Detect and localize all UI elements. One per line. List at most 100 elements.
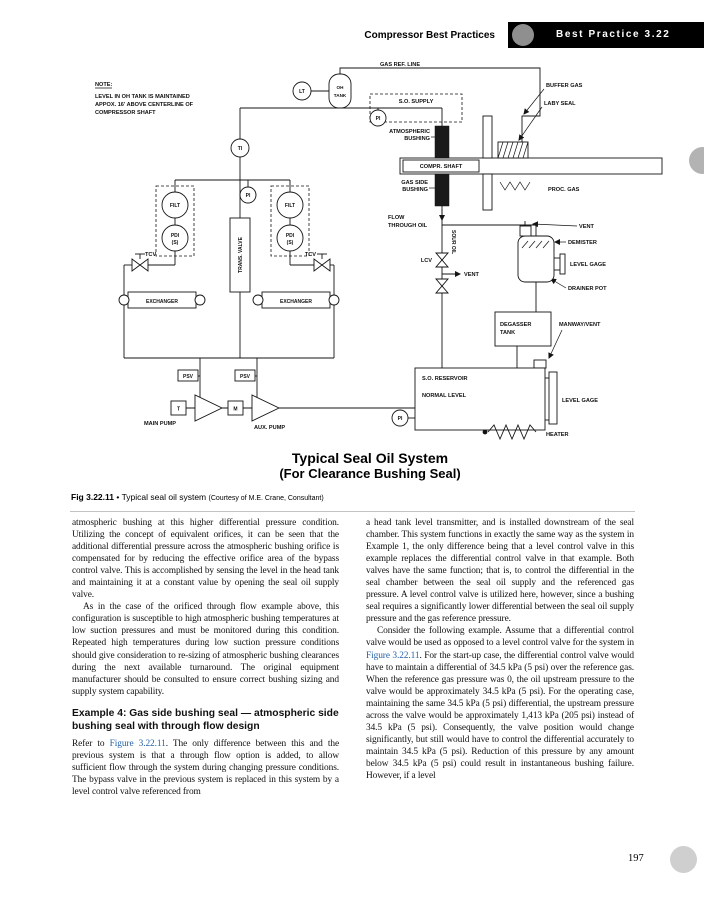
tcv-valve-right	[313, 258, 323, 272]
pi-instrument-filters	[239, 186, 257, 204]
laby-spring	[499, 181, 531, 191]
running-head: Compressor Best Practices	[364, 30, 495, 41]
turbine-label: T	[177, 407, 180, 413]
tcv-label: TCV	[145, 252, 156, 258]
tcv-label: TCV	[305, 252, 316, 258]
degasser-tank-vessel	[494, 311, 552, 347]
lt-label: LT	[299, 89, 305, 95]
motor-label: M	[233, 407, 237, 413]
sour-oil-label: SOUR OIL	[450, 230, 456, 254]
page-number: 197	[628, 853, 644, 864]
heater-terminal	[482, 429, 488, 435]
filter-dashed-box-left	[155, 185, 195, 257]
equipment-shapes	[118, 73, 663, 441]
pi-instrument-reservoir	[391, 409, 409, 427]
degasser-tank-label: DEGASSER	[500, 322, 531, 328]
ti-instrument	[230, 138, 250, 158]
body-text: . For the start-up case, the differentia…	[366, 650, 634, 781]
body-paragraph: Consider the following example. Assume t…	[366, 625, 634, 782]
aux-pump-label: AUX. PUMP	[254, 425, 285, 431]
left-column: atmospheric bushing at this higher diffe…	[72, 517, 339, 799]
vent-label: VENT	[579, 224, 595, 230]
drainer-pot-label: DRAINER POT	[568, 286, 607, 292]
body-paragraph: As in the case of the orificed through f…	[72, 602, 339, 697]
figure-title-line2: (For Clearance Bushing Seal)	[279, 466, 461, 481]
body-paragraph: atmospheric bushing at this higher diffe…	[72, 518, 339, 601]
laby-seal-label: LABY SEAL	[544, 101, 576, 107]
ti-label: TI	[238, 146, 243, 152]
demister-label: DEMISTER	[568, 240, 597, 246]
lt-instrument	[292, 81, 312, 101]
exchanger-flange	[328, 294, 340, 306]
lcv-valve	[435, 252, 449, 261]
figure-link[interactable]: Figure 3.22.11	[366, 650, 420, 661]
gas-side-bushing	[434, 173, 450, 207]
drainer-pot-vessel	[517, 235, 555, 283]
best-practice-banner: Best Practice 3.22	[508, 22, 704, 48]
body-text: . The only difference between this and t…	[72, 739, 340, 798]
page-corner-circle-icon	[670, 846, 697, 873]
page-edge-circle-icon	[689, 147, 704, 174]
figure-caption-courtesy: (Courtesy of M.E. Crane, Consultant)	[208, 495, 324, 502]
supply-dashed-box	[369, 93, 463, 123]
figure-title-line1: Typical Seal Oil System	[291, 450, 449, 466]
exchanger-flange	[194, 294, 206, 306]
tcv-valve-left	[139, 258, 149, 272]
pi-label: PI	[246, 193, 251, 199]
figure-link[interactable]: Figure 3.22.11	[109, 739, 166, 750]
note-title: NOTE:	[95, 82, 113, 88]
figure-caption-bullet: •	[116, 492, 120, 502]
block-valve	[435, 285, 449, 294]
degasser-tank-label: TANK	[500, 330, 515, 336]
exchanger-flange	[118, 294, 130, 306]
level-gage-label: LEVEL GAGE	[562, 398, 598, 404]
atmospheric-bushing	[434, 125, 450, 159]
psv-left	[177, 369, 199, 382]
motor-driver-box	[227, 400, 244, 416]
figure-caption-number: Fig 3.22.11	[71, 492, 114, 502]
manway-vent-label: MANWAY/VENT	[559, 322, 601, 328]
heater-label: HEATER	[546, 432, 569, 438]
note-line: COMPRESSOR SHAFT	[95, 110, 156, 116]
pdi-label: PDI	[171, 233, 180, 239]
body-paragraph: a head tank level transmitter, and is in…	[366, 518, 634, 625]
figure-caption: Fig 3.22.11 • Typical seal oil system (C…	[71, 492, 324, 502]
exchanger-flange	[252, 294, 264, 306]
pdi-label: PDI	[286, 233, 295, 239]
atmospheric-bushing-label: ATMOSPHERIC	[389, 129, 430, 135]
psv-label: PSV	[183, 374, 194, 380]
gas-side-bushing-label: GAS SIDE	[401, 180, 428, 186]
note-line: LEVEL IN OH TANK IS MAINTAINED	[95, 94, 190, 100]
aux-pump-symbol	[251, 394, 281, 422]
banner-circle-icon	[512, 24, 534, 46]
reservoir-level-gage	[548, 371, 558, 425]
atmospheric-bushing-label: BUSHING	[404, 136, 430, 142]
filter-right	[276, 191, 304, 219]
body-text: Consider the following example. Assume t…	[366, 626, 634, 649]
lcv-valve	[435, 259, 449, 268]
oh-tank-vessel	[328, 73, 352, 109]
transfer-valve	[229, 217, 251, 293]
seal-oil-system-diagram: NOTE: LEVEL IN OH TANK IS MAINTAINED APP…	[95, 62, 663, 441]
normal-level-label: NORMAL LEVEL	[422, 393, 467, 399]
body-text: Refer to	[72, 739, 110, 750]
oh-tank-label: TANK	[334, 93, 347, 98]
compr-shaft-label: COMPR. SHAFT	[420, 164, 463, 170]
vent-label: VENT	[464, 272, 480, 278]
so-supply-label: S.O. SUPPLY	[399, 99, 434, 105]
level-gage-label: LEVEL GAGE	[570, 262, 606, 268]
tcv-valve-right	[321, 258, 331, 272]
diagram-labels: NOTE: LEVEL IN OH TANK IS MAINTAINED APP…	[95, 62, 607, 438]
so-reservoir-vessel	[414, 367, 546, 431]
flow-through-oil-label: THROUGH OIL	[388, 223, 428, 229]
proc-gas-label: PROC. GAS	[548, 187, 580, 193]
note-line: APPOX. 16' ABOVE CENTERLINE OF	[95, 102, 194, 108]
main-pump-label: MAIN PUMP	[144, 421, 176, 427]
main-pump-symbol	[194, 394, 224, 422]
seal-housing-lower	[482, 173, 493, 211]
exchanger-label: EXCHANGER	[280, 299, 312, 305]
lcv-label: LCV	[421, 258, 432, 264]
exchanger-label: EXCHANGER	[146, 299, 178, 305]
turbine-driver-box	[170, 400, 187, 416]
